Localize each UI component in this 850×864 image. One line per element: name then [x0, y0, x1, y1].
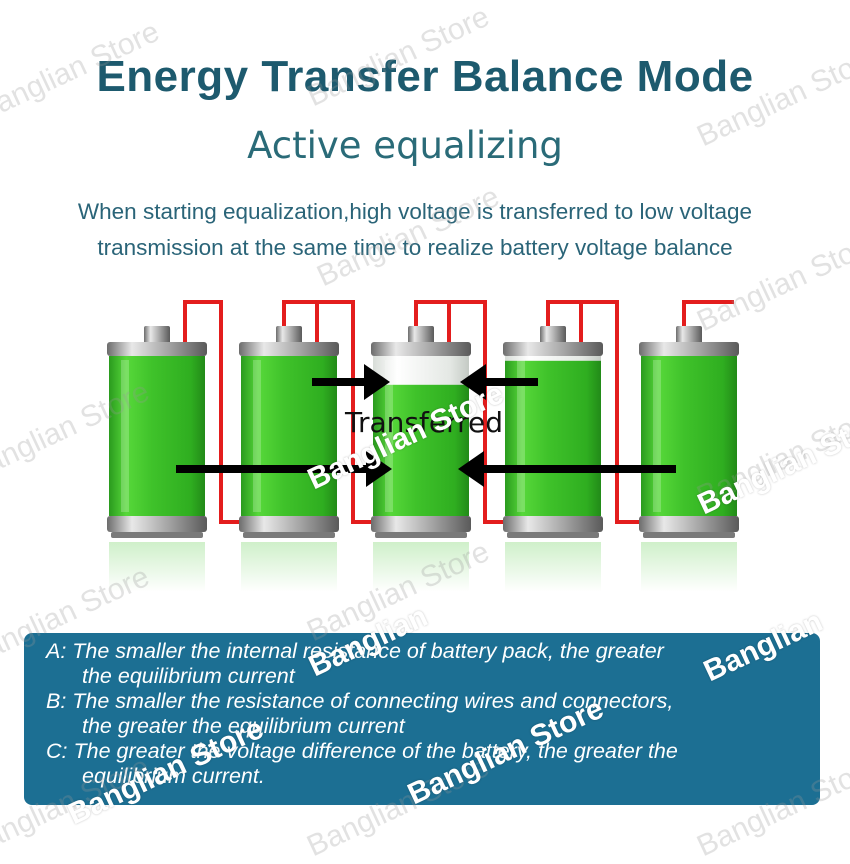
battery-3 [371, 326, 471, 592]
info-item-a: A: The smaller the internal resistance o… [46, 639, 820, 689]
connection-wires [183, 300, 734, 524]
description-line-2: transmission at the same time to realize… [97, 235, 733, 260]
wire-top-3 [546, 300, 598, 330]
info-c-line-1: C: The greater the voltage difference of… [46, 739, 678, 763]
info-item-b: B: The smaller the resistance of connect… [46, 689, 820, 739]
arrow-top-left [312, 364, 390, 400]
wire-2 [315, 300, 391, 524]
info-c-line-2: equilibrium current. [82, 764, 265, 788]
arrow-bottom-left [176, 451, 392, 487]
transfer-arrows [176, 364, 676, 487]
arrow-top-right [460, 364, 538, 400]
info-item-c: C: The greater the voltage difference of… [46, 739, 820, 789]
battery-row [107, 326, 739, 592]
page-subtitle: Active equalizing [247, 124, 563, 167]
description-line-1: When starting equalization,high voltage … [77, 199, 753, 224]
wire-top-1 [282, 300, 334, 330]
wire-3 [447, 300, 523, 524]
battery-5 [639, 326, 739, 592]
wire-top-2 [414, 300, 466, 330]
wire-1 [183, 300, 259, 524]
arrow-bottom-right [458, 451, 676, 487]
battery-diagram: Transferred [107, 300, 739, 592]
transferred-label: Transferred [344, 406, 503, 439]
info-b-line-2: the greater the equilibrium current [82, 714, 405, 738]
page-title: Energy Transfer Balance Mode [96, 52, 754, 101]
wire-4 [579, 300, 659, 524]
info-panel: A: The smaller the internal resistance o… [24, 633, 820, 805]
info-b-line-1: B: The smaller the resistance of connect… [46, 689, 674, 713]
info-a-line-2: the equilibrium current [82, 664, 295, 688]
battery-2 [239, 326, 339, 592]
battery-1 [107, 326, 207, 592]
info-a-line-1: A: The smaller the internal resistance o… [46, 639, 664, 663]
description: When starting equalization,high voltage … [0, 194, 830, 266]
wire-top-4 [682, 300, 734, 330]
battery-4 [503, 326, 603, 592]
